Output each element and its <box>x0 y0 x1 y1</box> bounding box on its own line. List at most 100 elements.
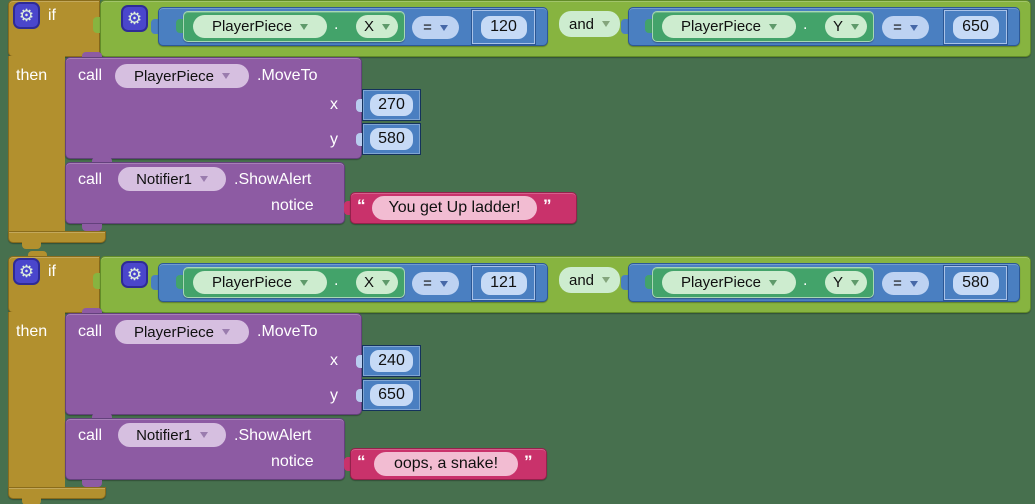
chevron-down-icon <box>222 73 231 79</box>
component-name: PlayerPiece <box>133 67 215 85</box>
dot-separator: . <box>334 272 339 289</box>
component-name: PlayerPiece <box>680 18 762 35</box>
if-then-column <box>8 56 65 232</box>
number-block-plug <box>356 133 364 146</box>
component-dropdown[interactable]: PlayerPiece <box>662 271 796 294</box>
number-block[interactable]: 121 <box>471 265 536 301</box>
mutator-gear-icon[interactable]: ⚙ <box>13 2 40 29</box>
number-block[interactable]: 240 <box>362 345 421 377</box>
param-x-label: x <box>330 96 338 113</box>
number-value-field[interactable]: 580 <box>370 128 413 150</box>
component-getter-block[interactable]: PlayerPiece . X <box>183 11 405 42</box>
component-dropdown[interactable]: Notifier1 <box>118 423 226 447</box>
math-block-plug <box>621 275 630 290</box>
chevron-down-icon <box>769 279 778 286</box>
param-x-label: x <box>330 352 338 369</box>
chevron-down-icon <box>602 277 611 283</box>
block-bottom-connector <box>22 242 41 249</box>
number-block[interactable]: 580 <box>362 123 421 155</box>
chevron-down-icon <box>769 23 778 30</box>
text-block-plug <box>344 201 352 215</box>
number-block[interactable]: 120 <box>471 9 536 45</box>
number-value-field[interactable]: 580 <box>952 271 999 295</box>
method-label: .MoveTo <box>257 67 318 84</box>
operator-dropdown[interactable]: = <box>882 16 929 39</box>
number-value-field[interactable]: 270 <box>370 94 413 116</box>
operator-label: = <box>893 19 902 36</box>
statement-bottom-connector <box>82 224 102 231</box>
dot-separator: . <box>803 272 808 289</box>
and-operator-dropdown[interactable]: and <box>559 11 620 37</box>
call-label: call <box>78 427 103 444</box>
mutator-gear-icon[interactable]: ⚙ <box>121 261 148 288</box>
mutator-gear-icon[interactable]: ⚙ <box>13 258 40 285</box>
component-name: PlayerPiece <box>680 274 762 291</box>
and-label: and <box>568 15 595 33</box>
component-dropdown[interactable]: PlayerPiece <box>115 64 249 88</box>
component-dropdown[interactable]: PlayerPiece <box>193 271 327 294</box>
dot-separator: . <box>334 16 339 33</box>
property-dropdown[interactable]: Y <box>825 271 867 294</box>
component-name: Notifier1 <box>136 426 192 444</box>
component-getter-block[interactable]: PlayerPiece . X <box>183 267 405 298</box>
component-dropdown[interactable]: PlayerPiece <box>662 15 796 38</box>
chevron-down-icon <box>909 280 918 287</box>
method-label: .ShowAlert <box>234 427 312 444</box>
gear-glyph: ⚙ <box>126 9 143 28</box>
operator-label: = <box>423 275 432 292</box>
gear-glyph: ⚙ <box>18 262 35 281</box>
component-getter-block[interactable]: PlayerPiece . Y <box>652 11 874 42</box>
chevron-down-icon <box>602 21 611 27</box>
method-label: .ShowAlert <box>234 171 312 188</box>
number-block-plug <box>356 99 364 112</box>
property-name: X <box>363 274 374 291</box>
chevron-down-icon <box>199 176 208 182</box>
property-dropdown[interactable]: X <box>356 15 398 38</box>
property-dropdown[interactable]: Y <box>825 15 867 38</box>
chevron-down-icon <box>439 280 448 287</box>
getter-block-plug <box>645 275 654 289</box>
chevron-down-icon <box>909 24 918 31</box>
mutator-gear-icon[interactable]: ⚙ <box>121 5 148 32</box>
number-block[interactable]: 580 <box>943 265 1008 301</box>
math-block-plug <box>621 19 630 34</box>
number-block[interactable]: 650 <box>362 379 421 411</box>
then-label: then <box>16 323 48 340</box>
getter-block-plug <box>176 275 185 289</box>
getter-block-plug <box>645 19 654 33</box>
and-operator-dropdown[interactable]: and <box>559 267 620 293</box>
if-bottom-foot <box>8 231 106 243</box>
component-dropdown[interactable]: Notifier1 <box>118 167 226 191</box>
and-label: and <box>568 271 595 289</box>
property-dropdown[interactable]: X <box>356 271 398 294</box>
if-label: if <box>48 7 56 24</box>
number-value-field[interactable]: 121 <box>480 271 527 295</box>
number-value-field[interactable]: 120 <box>480 15 527 39</box>
number-block[interactable]: 270 <box>362 89 421 121</box>
method-label: .MoveTo <box>257 323 318 340</box>
chevron-down-icon <box>300 23 309 30</box>
statement-top-connector <box>92 157 112 163</box>
text-block-plug <box>344 457 352 471</box>
number-block[interactable]: 650 <box>943 9 1008 45</box>
property-name: Y <box>832 18 843 35</box>
statement-top-connector <box>82 52 102 58</box>
call-label: call <box>78 67 103 84</box>
operator-dropdown[interactable]: = <box>412 16 459 39</box>
number-value-field[interactable]: 650 <box>952 15 999 39</box>
if-then-column <box>8 312 65 488</box>
text-value-field[interactable]: You get Up ladder! <box>372 196 537 220</box>
statement-top-connector <box>92 413 112 419</box>
component-dropdown[interactable]: PlayerPiece <box>193 15 327 38</box>
operator-dropdown[interactable]: = <box>412 272 459 295</box>
gear-glyph: ⚙ <box>126 265 143 284</box>
operator-dropdown[interactable]: = <box>882 272 929 295</box>
number-value-field[interactable]: 240 <box>370 350 413 372</box>
component-getter-block[interactable]: PlayerPiece . Y <box>652 267 874 298</box>
open-quote: “ <box>357 196 366 215</box>
number-value-field[interactable]: 650 <box>370 384 413 406</box>
component-dropdown[interactable]: PlayerPiece <box>115 320 249 344</box>
chevron-down-icon <box>300 279 309 286</box>
text-value-field[interactable]: oops, a snake! <box>374 452 518 476</box>
